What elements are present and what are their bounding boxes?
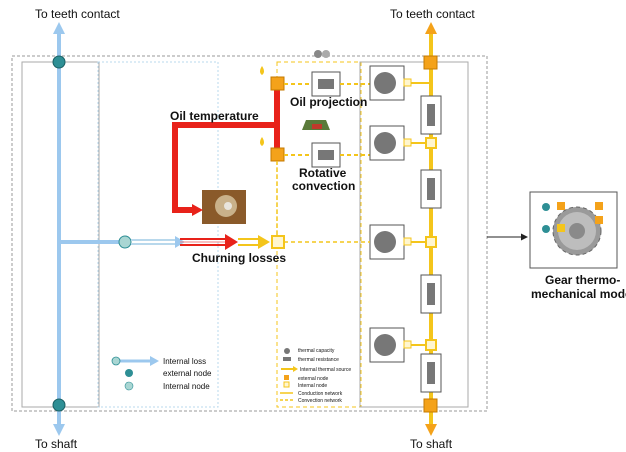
legend-external-node-icon — [125, 369, 133, 377]
legend-capacity-label: thermal capacity — [298, 348, 335, 354]
arrow-down-right — [425, 424, 437, 436]
label-oil-temperature: Oil temperature — [170, 109, 259, 123]
legend-source-label: Internal thermal source — [300, 367, 351, 373]
thermal-capacity-4 — [369, 327, 431, 363]
legend-internal-loss-node — [111, 356, 121, 366]
legend-resistance-label: thermal resistance — [298, 357, 339, 363]
internal-node-r1 — [425, 137, 437, 149]
thermal-resistance-4 — [420, 353, 442, 393]
label-bottom-left: To shaft — [35, 437, 78, 451]
legend-external-node-label: external node — [163, 369, 212, 378]
oil-projection-resistance — [318, 79, 334, 89]
external-node-oil-1 — [270, 76, 285, 91]
arrow-up-left — [53, 22, 65, 34]
legend-internal-node-label: Internal node — [163, 382, 210, 391]
gear-body-frame — [359, 61, 469, 408]
thermal-resistance-3 — [420, 274, 442, 314]
rotative-convection-resistance — [318, 150, 334, 160]
outer-frame — [11, 55, 488, 412]
legend-resistance-icon — [283, 357, 291, 361]
oil-drop-icon-2 — [260, 137, 264, 146]
thermal-resistance-1 — [420, 95, 442, 135]
convection-icon-detail — [312, 124, 322, 129]
external-node-oil-2 — [270, 147, 285, 162]
label-convection: convection — [292, 179, 355, 193]
churning-red-arrowhead — [225, 234, 238, 250]
label-bottom-right: To shaft — [410, 437, 453, 451]
label-gear-model-2: mechanical model — [531, 287, 626, 301]
internal-node-r2 — [425, 236, 437, 248]
legend-external-node-icon-r — [284, 375, 289, 380]
thermal-capacity-1 — [369, 65, 431, 101]
churning-yellow-arrowhead — [258, 235, 270, 249]
internal-region-frame — [97, 61, 219, 408]
thermal-capacity-2 — [369, 125, 431, 161]
oil-projection-icon — [314, 50, 322, 58]
external-node-top-right — [423, 55, 438, 70]
legend-internal-node-icon-r — [283, 381, 290, 388]
legend-external-node-label-r: external node — [298, 376, 329, 382]
oil-temp-arrowhead — [192, 204, 203, 216]
arrow-down-left — [53, 424, 65, 436]
legend-conduction-label: Conduction network — [298, 391, 343, 397]
legend-internal-node-label-r: Internal node — [298, 383, 327, 389]
legend-capacity-icon — [284, 348, 290, 354]
label-rotative: Rotative — [299, 166, 347, 180]
legend-internal-loss-arrow — [150, 356, 159, 366]
legend-convection-label: Convection network — [298, 398, 342, 404]
gear-icon — [542, 202, 603, 256]
legend-source-arrow — [293, 366, 298, 372]
label-gear-model-1: Gear thermo- — [545, 273, 620, 287]
internal-node-churning — [271, 235, 285, 249]
arrow-up-right — [425, 22, 437, 34]
external-node-bottom-right — [423, 398, 438, 413]
oil-temperature-path — [172, 84, 280, 213]
oil-projection-icon-2 — [322, 50, 330, 58]
label-oil-projection: Oil projection — [290, 95, 367, 109]
internal-node-mid — [118, 235, 132, 249]
label-top-right: To teeth contact — [390, 7, 475, 21]
oil-drop-icon — [260, 66, 264, 75]
legend-internal-node-icon — [124, 381, 134, 391]
legend-internal-loss-label: Internal loss — [163, 357, 206, 366]
thermal-resistance-2 — [420, 169, 442, 209]
internal-node-r3 — [425, 339, 437, 351]
label-top-left: To teeth contact — [35, 7, 120, 21]
external-node-bottom-left — [52, 398, 66, 412]
churning-photo-hub — [224, 202, 232, 210]
label-churning-losses: Churning losses — [192, 251, 286, 265]
external-node-top-left — [52, 55, 66, 69]
thermal-capacity-3 — [369, 224, 431, 260]
convection-region-frame — [276, 61, 362, 408]
